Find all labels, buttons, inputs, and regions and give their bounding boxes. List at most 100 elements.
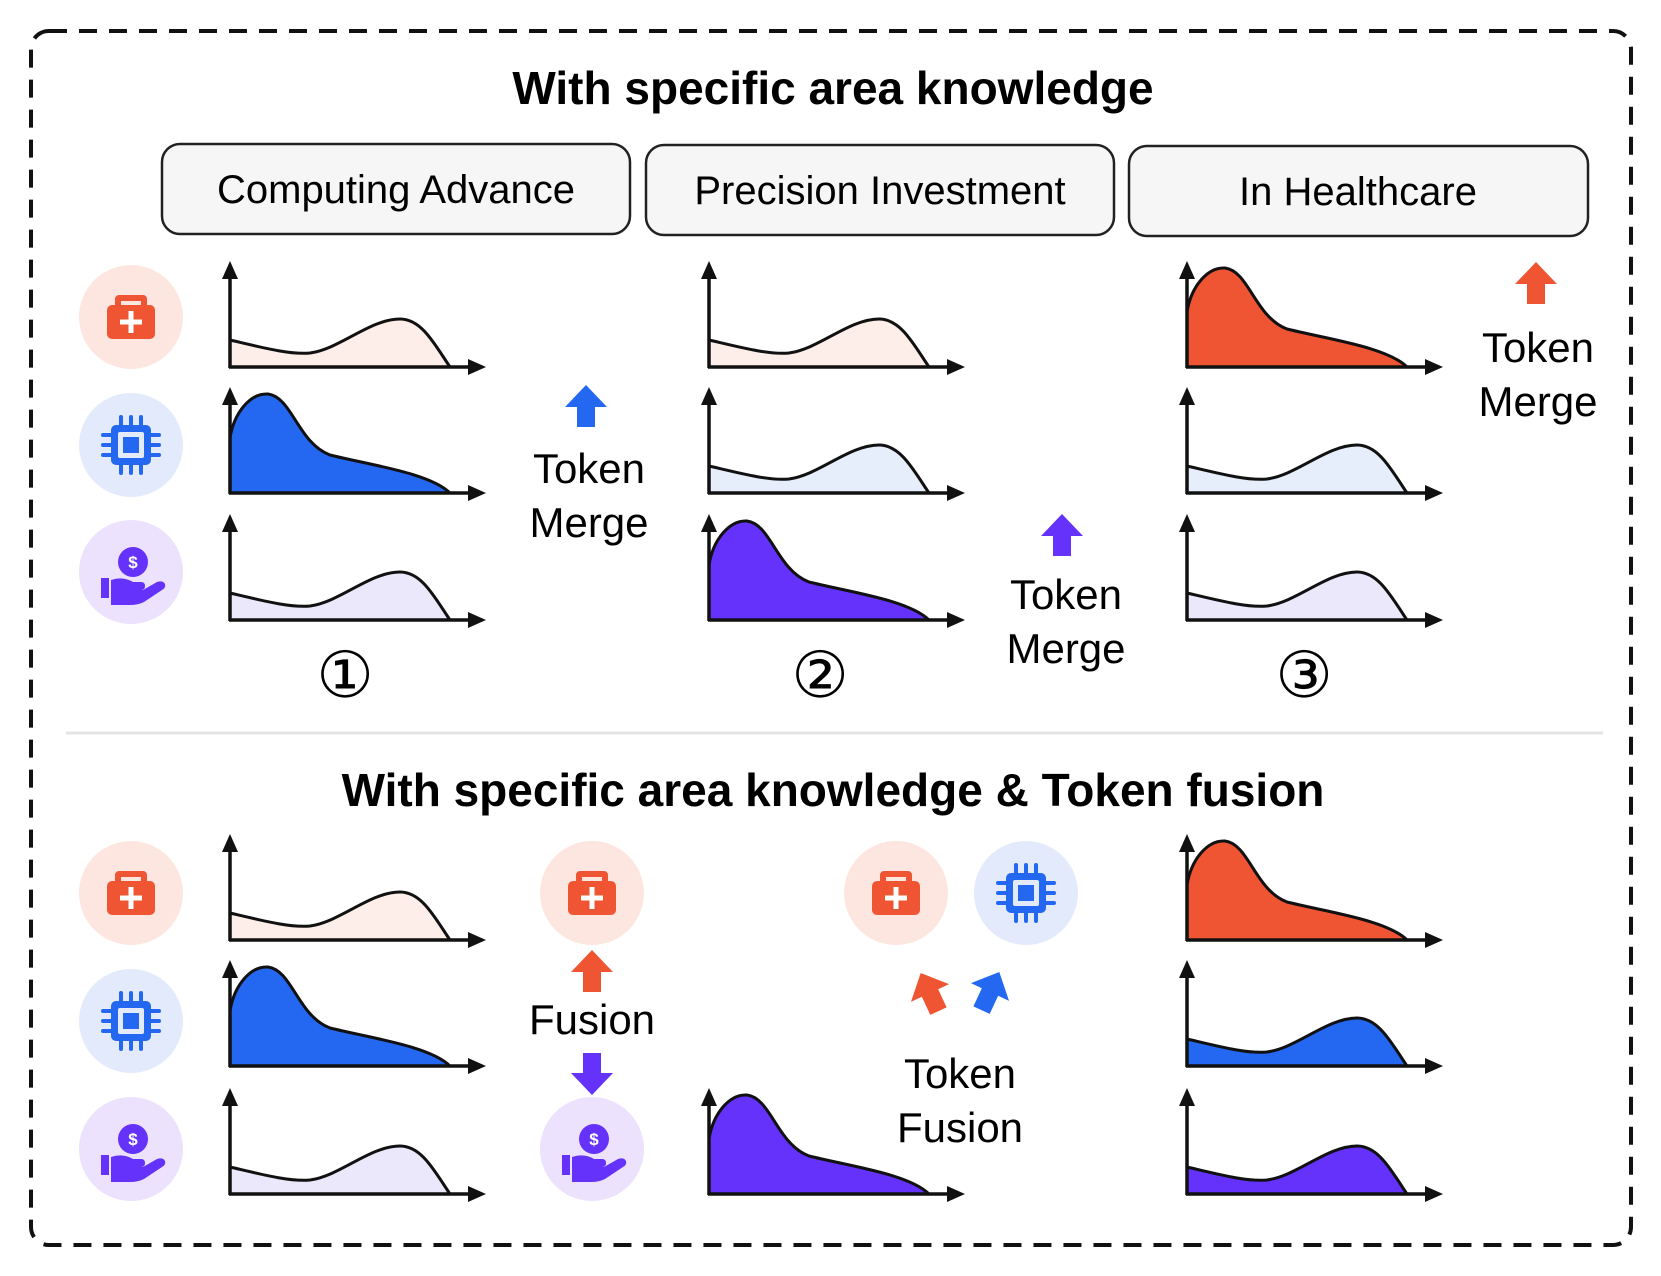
first-aid-kit-icon xyxy=(540,841,644,945)
token-merge-line1: Token xyxy=(1010,571,1122,618)
distribution-curve xyxy=(1185,1144,1409,1196)
token-merge-line2: Merge xyxy=(1006,625,1125,672)
distribution-curve xyxy=(228,890,452,942)
token-merge-line1: Token xyxy=(1482,324,1594,371)
distribution-curve xyxy=(228,392,452,495)
y-axis-arrowhead xyxy=(222,1088,238,1106)
first-aid-kit-icon xyxy=(844,841,948,945)
distribution-chart xyxy=(1179,1088,1443,1202)
dollar-hand-icon xyxy=(79,520,183,624)
cpu-chip-icon xyxy=(77,391,185,499)
token-merge-label-3: Token Merge xyxy=(1478,324,1597,425)
x-axis-arrowhead xyxy=(468,1058,486,1074)
top-section-title: With specific area knowledge xyxy=(512,62,1153,114)
x-axis-arrowhead xyxy=(1425,612,1443,628)
x-axis-arrowhead xyxy=(468,612,486,628)
distribution-curve xyxy=(1185,443,1409,495)
distribution-curve xyxy=(707,443,931,495)
step-3-marker: ③ xyxy=(1275,639,1332,711)
y-axis-arrowhead xyxy=(1179,1088,1195,1106)
token-merge-label-1: Token Merge xyxy=(529,445,648,546)
distribution-curve xyxy=(707,1093,931,1196)
up-arrow-icon xyxy=(571,950,613,992)
area-box-label: In Healthcare xyxy=(1239,170,1477,214)
x-axis-arrowhead xyxy=(1425,1058,1443,1074)
distribution-chart xyxy=(701,387,965,501)
distribution-chart xyxy=(1179,834,1443,948)
up-arrow-icon xyxy=(1041,514,1083,556)
step-1-marker: ① xyxy=(316,639,373,711)
up-arrow-icon xyxy=(565,385,607,427)
y-axis-arrowhead xyxy=(1179,960,1195,978)
first-aid-kit-icon xyxy=(79,841,183,945)
x-axis-arrowhead xyxy=(1425,485,1443,501)
distribution-chart xyxy=(1179,387,1443,501)
x-axis-arrowhead xyxy=(1425,1186,1443,1202)
distribution-curve xyxy=(707,317,931,369)
x-axis-arrowhead xyxy=(468,932,486,948)
y-axis-arrowhead xyxy=(1179,387,1195,405)
down-arrow-icon xyxy=(571,1053,613,1095)
distribution-curve xyxy=(1185,1016,1409,1068)
distribution-chart xyxy=(701,1088,965,1202)
y-axis-arrowhead xyxy=(701,261,717,279)
y-axis-arrowhead xyxy=(1179,261,1195,279)
x-axis-arrowhead xyxy=(1425,359,1443,375)
up-arrow-icon xyxy=(1515,262,1557,304)
x-axis-arrowhead xyxy=(1425,932,1443,948)
cpu-chip-icon xyxy=(972,839,1080,947)
y-axis-arrowhead xyxy=(701,514,717,532)
token-merge-label-2: Token Merge xyxy=(1006,571,1125,672)
dollar-hand-icon xyxy=(540,1097,644,1201)
area-box-computing-advance: Computing Advance xyxy=(160,142,632,236)
up-arrow-icon xyxy=(910,973,950,1015)
distribution-chart xyxy=(701,514,965,628)
area-box-in-healthcare: In Healthcare xyxy=(1127,144,1590,238)
distribution-curve xyxy=(707,519,931,622)
distribution-chart xyxy=(1179,960,1443,1074)
area-box-label: Computing Advance xyxy=(217,168,575,212)
y-axis-arrowhead xyxy=(701,1088,717,1106)
y-axis-arrowhead xyxy=(222,261,238,279)
y-axis-arrowhead xyxy=(1179,834,1195,852)
bottom-section-title: With specific area knowledge & Token fus… xyxy=(342,764,1325,816)
distribution-chart xyxy=(222,261,486,375)
token-merge-line1: Token xyxy=(533,445,645,492)
y-axis-arrowhead xyxy=(701,387,717,405)
distribution-chart xyxy=(1179,261,1443,375)
first-aid-kit-icon xyxy=(79,265,183,369)
token-fusion-line2: Fusion xyxy=(897,1104,1023,1151)
distribution-chart xyxy=(222,514,486,628)
cpu-chip-icon xyxy=(77,967,185,1075)
fusion-label: Fusion xyxy=(529,996,655,1043)
token-merge-line2: Merge xyxy=(1478,378,1597,425)
outer-dashed-border xyxy=(29,29,1633,1247)
distribution-chart xyxy=(222,960,486,1074)
token-fusion-label: Token Fusion xyxy=(897,1050,1023,1151)
distribution-chart xyxy=(222,1088,486,1202)
distribution-curve xyxy=(1185,570,1409,622)
y-axis-arrowhead xyxy=(222,514,238,532)
area-box-label: Precision Investment xyxy=(694,169,1065,213)
distribution-curve xyxy=(228,965,452,1068)
distribution-curve xyxy=(228,1144,452,1196)
distribution-chart xyxy=(701,261,965,375)
distribution-chart xyxy=(1179,514,1443,628)
y-axis-arrowhead xyxy=(222,834,238,852)
x-axis-arrowhead xyxy=(468,1186,486,1202)
y-axis-arrowhead xyxy=(222,960,238,978)
x-axis-arrowhead xyxy=(947,359,965,375)
x-axis-arrowhead xyxy=(468,485,486,501)
distribution-chart xyxy=(222,387,486,501)
area-box-precision-investment: Precision Investment xyxy=(644,143,1116,237)
step-2-marker: ② xyxy=(791,639,848,711)
distribution-curve xyxy=(228,570,452,622)
x-axis-arrowhead xyxy=(947,612,965,628)
distribution-curve xyxy=(1185,266,1409,369)
distribution-chart xyxy=(222,834,486,948)
x-axis-arrowhead xyxy=(947,1186,965,1202)
dollar-hand-icon xyxy=(79,1097,183,1201)
y-axis-arrowhead xyxy=(1179,514,1195,532)
x-axis-arrowhead xyxy=(468,359,486,375)
